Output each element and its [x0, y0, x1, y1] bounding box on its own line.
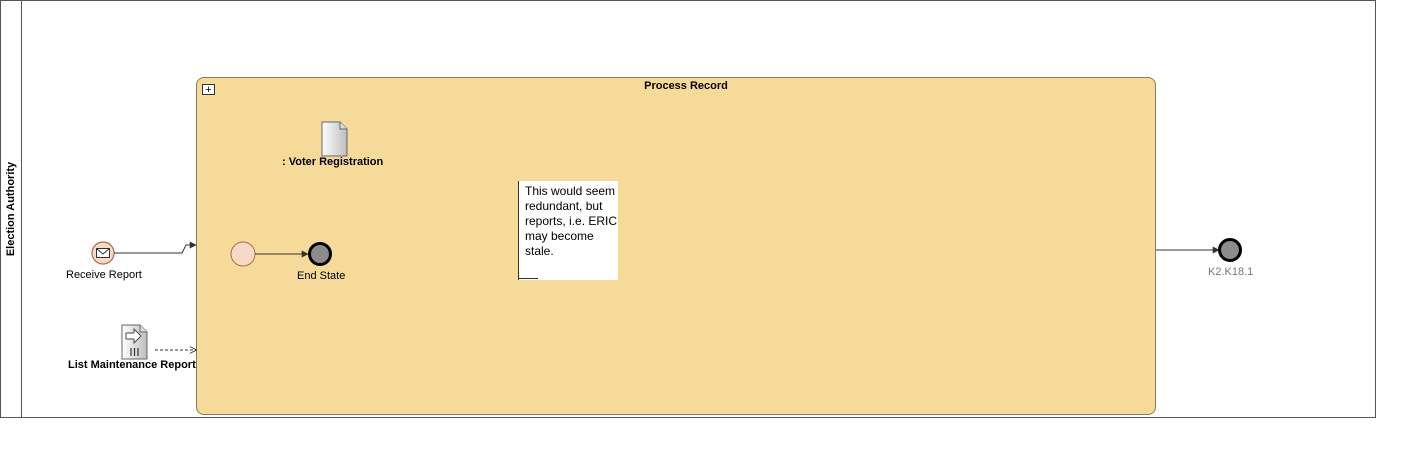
- inner-start-event[interactable]: [230, 241, 256, 267]
- list-maintenance-report-icon[interactable]: [121, 324, 148, 360]
- lane-header[interactable]: Election Authority: [0, 0, 22, 418]
- end-state-label: End State: [297, 270, 346, 282]
- voter-registration-label: : Voter Registration: [282, 156, 384, 168]
- annotation-note[interactable]: This would seem redundant, but reports, …: [518, 181, 618, 280]
- voter-registration-document-icon[interactable]: [321, 121, 348, 157]
- envelope-icon: [96, 248, 110, 258]
- end-state-event[interactable]: [308, 242, 332, 266]
- arrow-icon: [125, 327, 142, 345]
- receive-report-label: Receive Report: [66, 269, 142, 281]
- annotation-bracket: [518, 278, 538, 279]
- k2-label: K2.K18.1: [1208, 266, 1254, 278]
- receive-report-event[interactable]: [91, 241, 115, 265]
- collection-marker-icon: [130, 348, 139, 356]
- k2-end-event[interactable]: [1218, 238, 1242, 262]
- expand-marker[interactable]: +: [202, 84, 215, 96]
- sequence-flow-receive-to-subprocess[interactable]: [114, 241, 197, 254]
- list-maintenance-report-label: List Maintenance Report: [68, 359, 196, 371]
- subprocess-process-record[interactable]: [196, 77, 1156, 415]
- subprocess-title: Process Record: [644, 80, 728, 92]
- pool[interactable]: [0, 0, 1376, 418]
